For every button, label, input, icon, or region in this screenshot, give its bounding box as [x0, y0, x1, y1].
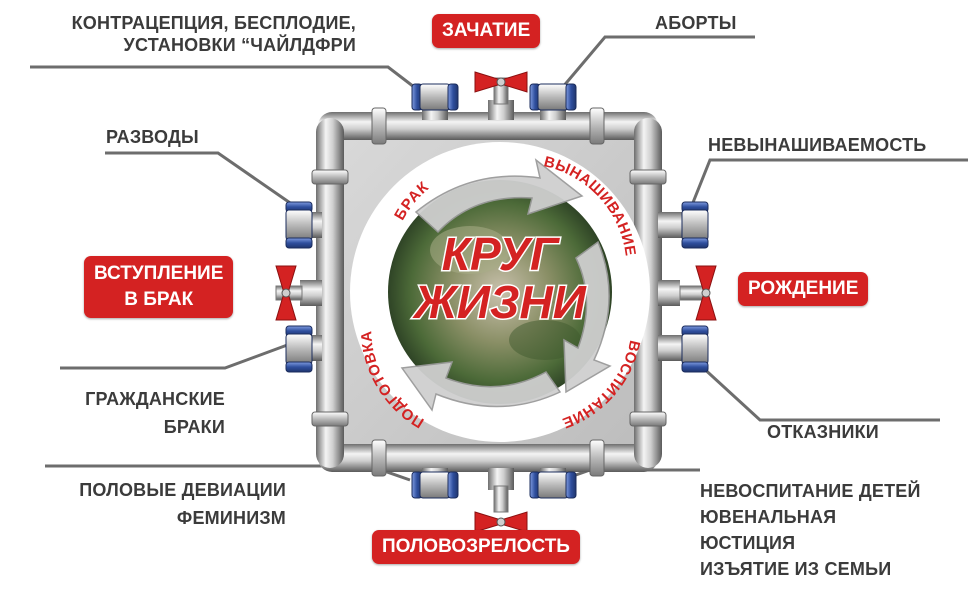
cycle-arrows [400, 158, 612, 412]
valve-label-marriage: ВСТУПЛЕНИЕ В БРАК [84, 256, 234, 318]
leak-upbringing-line4: ИЗЪЯТИЕ ИЗ СЕМЬИ [700, 559, 892, 579]
fitting-left-top [285, 201, 313, 249]
leak-contraception-line1: КОНТРАЦЕПЦИЯ, БЕСПЛОДИЕ, [71, 13, 356, 33]
leader-divorces [105, 151, 297, 209]
leader-miscarriage [690, 158, 968, 206]
valve-label-conception: ЗАЧАТИЕ [432, 14, 541, 48]
fitting-top-left [411, 83, 459, 111]
valve-label-marriage-line2: В БРАК [124, 289, 194, 310]
leak-upbringing-line1: НЕВОСПИТАНИЕ ДЕТЕЙ [700, 481, 921, 501]
leak-label-miscarriage: НЕВЫНАШИВАЕМОСТЬ [708, 134, 926, 156]
leak-label-contraception: КОНТРАЦЕПЦИЯ, БЕСПЛОДИЕ, УСТАНОВКИ “ЧАЙЛ… [30, 12, 356, 56]
fitting-bottom-left [411, 471, 459, 499]
leak-deviations-line1: ПОЛОВЫЕ ДЕВИАЦИИ [79, 480, 286, 500]
valve-label-birth-text: РОЖДЕНИЕ [748, 278, 859, 299]
leak-upbringing-line2: ЮВЕНАЛЬНАЯ [700, 507, 837, 527]
leak-refuseniks-text: ОТКАЗНИКИ [767, 422, 879, 442]
leak-label-deviations: ПОЛОВЫЕ ДЕВИАЦИИ ФЕМИНИЗМ [30, 476, 286, 532]
arrow-bottom [400, 361, 562, 412]
leak-upbringing-line3: ЮСТИЦИЯ [700, 533, 796, 553]
leak-civil-line1: ГРАЖДАНСКИЕ [85, 389, 225, 409]
valve-right [679, 265, 717, 321]
fitting-left-bottom [285, 325, 313, 373]
valve-label-puberty-text: ПОЛОВОЗРЕЛОСТЬ [382, 536, 570, 557]
fitting-bottom-right [529, 471, 577, 499]
valve-bottom [474, 485, 528, 533]
fitting-right-bottom [681, 325, 709, 373]
pipe-frame [311, 107, 667, 477]
leak-abortions-text: АБОРТЫ [655, 13, 737, 33]
valve-label-puberty: ПОЛОВОЗРЕЛОСТЬ [372, 530, 580, 564]
leak-label-divorces: РАЗВОДЫ [106, 126, 199, 148]
valve-label-birth: РОЖДЕНИЕ [738, 272, 869, 306]
blue-fittings [285, 83, 709, 499]
leader-abortions [560, 35, 755, 89]
leader-refuseniks [698, 363, 940, 422]
leak-label-upbringing: НЕВОСПИТАНИЕ ДЕТЕЙ ЮВЕНАЛЬНАЯ ЮСТИЦИЯ ИЗ… [700, 478, 921, 582]
leak-divorces-text: РАЗВОДЫ [106, 127, 199, 147]
leak-miscarriage-text: НЕВЫНАШИВАЕМОСТЬ [708, 135, 927, 155]
valve-label-marriage-line1: ВСТУПЛЕНИЕ [94, 263, 224, 284]
fitting-right-top [681, 201, 709, 249]
valve-top [474, 71, 528, 105]
leak-deviations-line2: ФЕМИНИЗМ [176, 508, 286, 528]
leak-label-refuseniks: ОТКАЗНИКИ [767, 421, 879, 443]
leader-contraception [30, 65, 419, 92]
center-title-line1: КРУГ [442, 228, 560, 280]
leak-contraception-line2: УСТАНОВКИ “ЧАЙЛДФРИ [123, 35, 356, 55]
valve-left [275, 265, 303, 321]
valve-label-conception-text: ЗАЧАТИЕ [442, 20, 531, 41]
leader-civil-marriages [60, 342, 291, 370]
leak-civil-line2: БРАКИ [163, 417, 225, 437]
leak-label-abortions: АБОРТЫ [655, 12, 737, 34]
arrow-top [414, 158, 584, 234]
fitting-top-right [529, 83, 577, 111]
center-title-line2: ЖИЗНИ [412, 276, 587, 328]
leak-label-civil-marriages: ГРАЖДАНСКИЕ БРАКИ [30, 385, 225, 441]
arrow-right [563, 240, 612, 394]
